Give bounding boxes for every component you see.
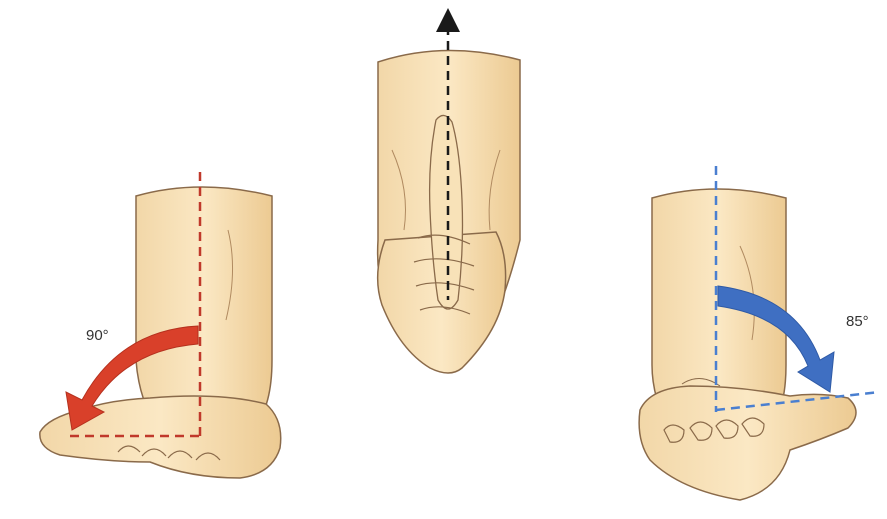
left-forearm-shaft bbox=[136, 187, 272, 415]
right-angle-label: 85° bbox=[846, 313, 869, 330]
left-forearm: 90° bbox=[40, 172, 281, 478]
center-forearm bbox=[378, 8, 520, 373]
center-axis-arrowhead bbox=[436, 8, 460, 32]
left-angle-label: 90° bbox=[86, 327, 109, 344]
right-forearm: 85° bbox=[639, 166, 880, 500]
right-hand bbox=[639, 386, 856, 500]
